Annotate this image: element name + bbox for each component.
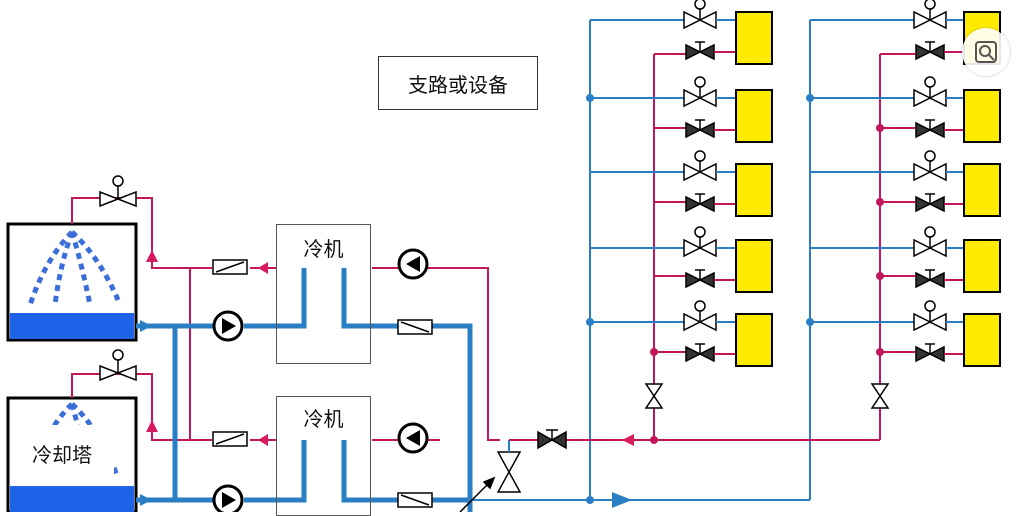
equipment-box <box>963 313 1001 367</box>
equipment-box <box>735 89 773 143</box>
tower-valve-2 <box>99 349 137 382</box>
zoom-glyph <box>975 41 997 63</box>
pump-3 <box>397 248 429 280</box>
equipment-box <box>735 11 773 65</box>
branch-unit <box>913 226 1001 293</box>
branch-group-right <box>806 19 915 409</box>
equipment-box <box>963 163 1001 217</box>
equipment-box <box>735 163 773 217</box>
cooling-tower-label: 冷却塔 <box>10 425 114 481</box>
zoom-icon[interactable] <box>962 28 1010 76</box>
cooling-tower-1 <box>6 222 138 342</box>
branch-label: 支路或设备 <box>378 56 538 110</box>
branch-group-left <box>586 19 690 504</box>
branch-unit <box>913 300 1001 367</box>
branch-unit <box>683 76 773 143</box>
equipment-box <box>963 89 1001 143</box>
tower-valve-1 <box>99 175 137 208</box>
branch-unit <box>683 300 773 367</box>
chiller-2-label: 冷机 <box>276 396 371 516</box>
branch-unit <box>913 150 1001 217</box>
equipment-box <box>735 239 773 293</box>
pump-1 <box>212 310 244 342</box>
main-valve <box>537 429 567 450</box>
pump-4 <box>397 422 429 454</box>
branch-unit <box>683 0 773 65</box>
pump-2 <box>212 484 244 512</box>
branch-unit <box>683 226 773 293</box>
branch-unit <box>683 150 773 217</box>
equipment-box <box>735 313 773 367</box>
branch-unit <box>913 76 1001 143</box>
check-valve <box>212 259 433 508</box>
equipment-box <box>963 239 1001 293</box>
branch-equipment <box>683 0 1001 367</box>
chiller-1-label: 冷机 <box>276 224 371 364</box>
